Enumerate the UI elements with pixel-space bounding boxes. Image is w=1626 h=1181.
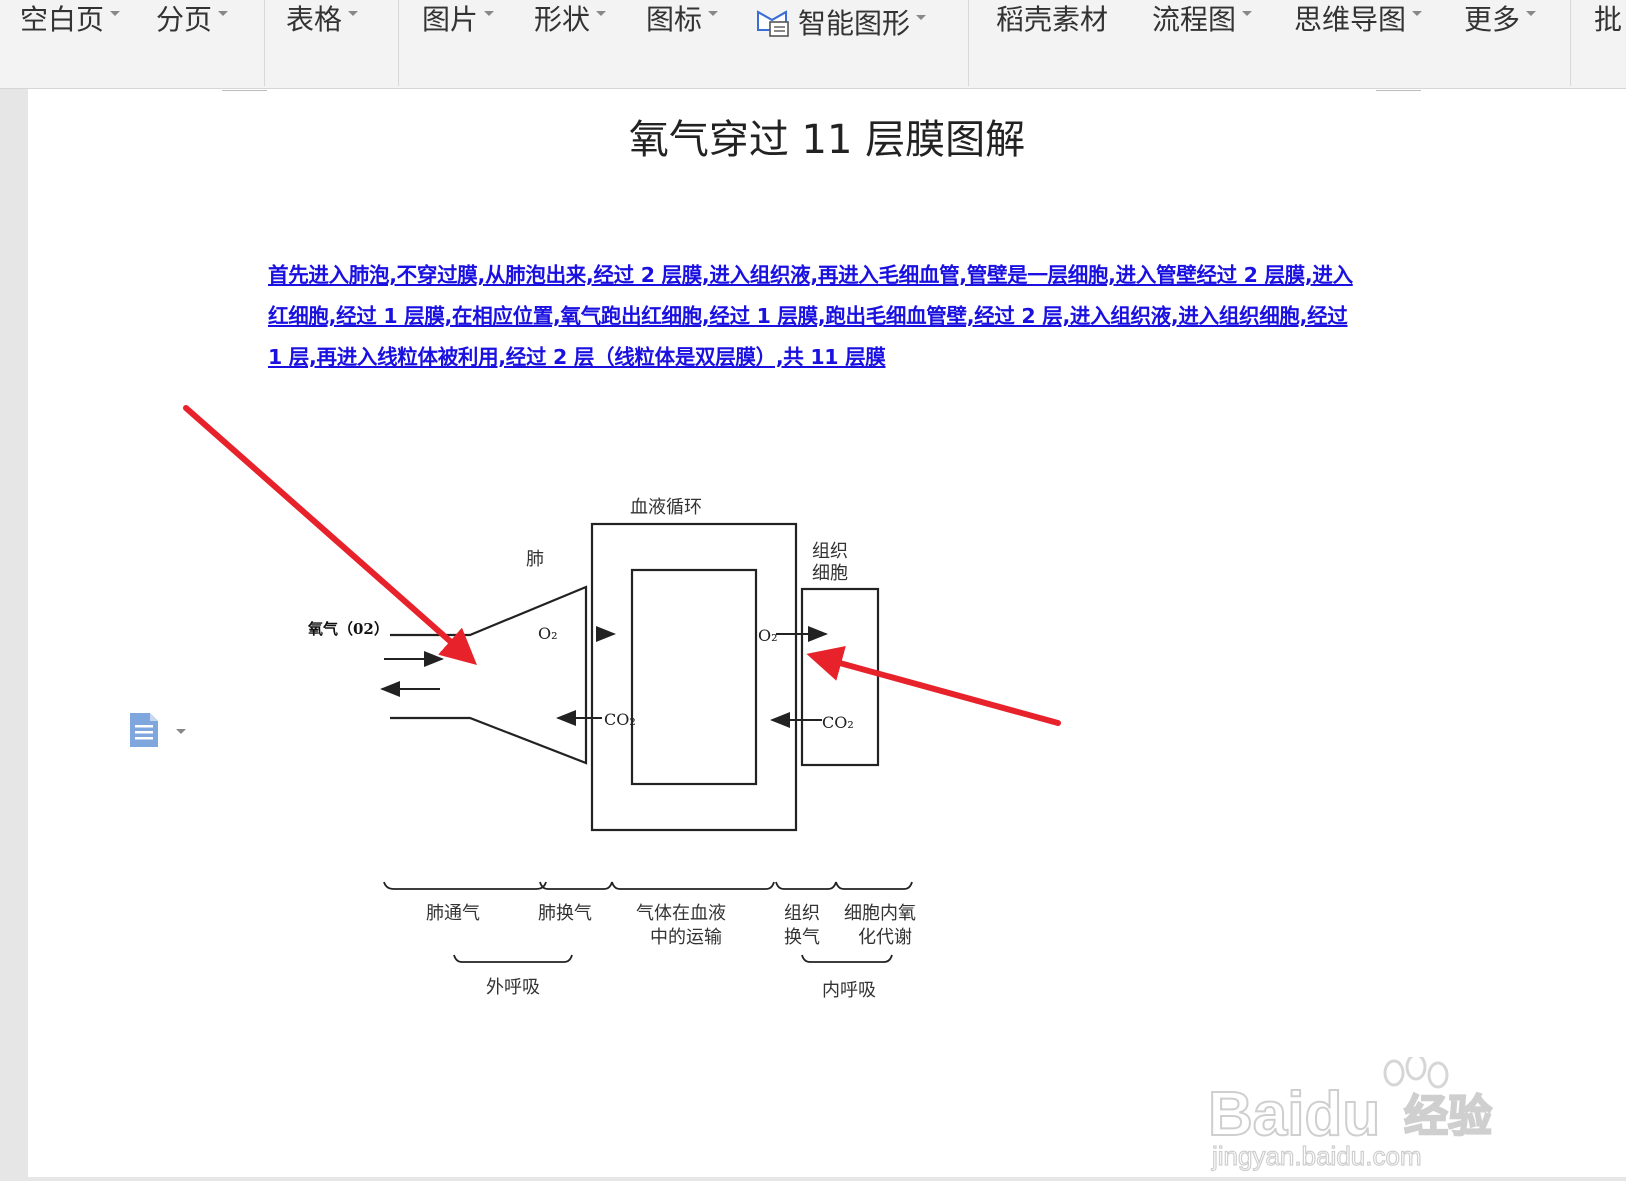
picture-button[interactable]: 图片 xyxy=(422,0,495,40)
more-label: 更多 xyxy=(1464,3,1521,36)
icon-label: 图标 xyxy=(646,3,703,36)
blank-page-label: 空白页 xyxy=(20,3,105,36)
blood-circulation-label: 血液循环 xyxy=(630,497,702,518)
docer-material-button[interactable]: 稻壳素材 xyxy=(996,0,1108,40)
tissue-cell-label-2: 细胞 xyxy=(812,563,848,584)
smart-art-label: 智能图形 xyxy=(798,7,911,40)
chevron-down-icon xyxy=(916,14,927,20)
smart-art-icon xyxy=(756,8,790,38)
tissue-cell-box xyxy=(800,587,880,767)
smart-art-button[interactable]: 智能图形 xyxy=(756,4,927,44)
mind-map-label: 思维导图 xyxy=(1294,3,1407,36)
icon-button[interactable]: 图标 xyxy=(646,0,719,40)
blood-circulation-inner-box xyxy=(630,568,758,786)
paw-logo-icon xyxy=(1383,1053,1449,1089)
page-break-button[interactable]: 分页 xyxy=(156,0,229,40)
flowchart-label: 流程图 xyxy=(1152,3,1237,36)
annotate-button[interactable]: 批 xyxy=(1594,0,1622,40)
red-annotation-arrow-right xyxy=(806,646,1061,726)
stage-tissue-exchange-2: 换气 xyxy=(784,927,820,948)
stage-pulmonary-ventilation: 肺通气 xyxy=(426,903,480,924)
baidu-watermark: Baidu 经验 jingyan.baidu.com xyxy=(1207,1053,1538,1177)
mind-map-button[interactable]: 思维导图 xyxy=(1294,0,1423,40)
chevron-down-icon xyxy=(1242,10,1253,16)
chevron-down-icon xyxy=(176,729,186,734)
blank-page-button[interactable]: 空白页 xyxy=(20,0,121,40)
respiration-diagram: 氧气（02） 血液循环 肺 组织 细胞 O₂ O₂ CO₂ CO₂ 肺通气 肺换… xyxy=(28,89,1626,1177)
chevron-down-icon xyxy=(110,10,121,16)
table-label: 表格 xyxy=(286,3,343,36)
shape-label: 形状 xyxy=(534,3,591,36)
shape-button[interactable]: 形状 xyxy=(534,0,607,40)
red-annotation-arrow-left xyxy=(183,405,477,665)
watermark-brand: Baidu xyxy=(1208,1080,1380,1149)
picture-label: 图片 xyxy=(422,3,479,36)
page-corner-mark xyxy=(1376,90,1421,91)
page-corner-mark xyxy=(222,90,267,91)
chevron-down-icon xyxy=(708,10,719,16)
co2-label-right: CO₂ xyxy=(822,713,854,732)
oxygen-label: 氧气（02） xyxy=(307,620,389,638)
stage-pulmonary-exchange: 肺换气 xyxy=(538,903,592,924)
document-title: 氧气穿过 11 层膜图解 xyxy=(628,117,1026,163)
watermark-url: jingyan.baidu.com xyxy=(1211,1141,1422,1171)
document-page[interactable]: 氧气穿过 11 层膜图解 首先进入肺泡,不穿过膜,从肺泡出来,经过 2 层膜,进… xyxy=(28,89,1626,1177)
document-icon xyxy=(130,713,158,747)
flowchart-button[interactable]: 流程图 xyxy=(1152,0,1253,40)
ribbon-divider xyxy=(1570,0,1571,86)
o2-label-left: O₂ xyxy=(538,624,558,643)
watermark-brand-cn: 经验 xyxy=(1404,1091,1492,1142)
external-respiration-label: 外呼吸 xyxy=(486,977,540,998)
chevron-down-icon xyxy=(218,10,229,16)
ribbon-divider xyxy=(264,0,265,86)
chevron-down-icon xyxy=(1526,10,1537,16)
stage-blood-transport-2: 中的运输 xyxy=(650,927,722,948)
stage-cell-metabolism-2: 化代谢 xyxy=(858,927,912,948)
chevron-down-icon xyxy=(1412,10,1423,16)
tissue-cell-label-1: 组织 xyxy=(812,541,848,562)
more-button[interactable]: 更多 xyxy=(1464,0,1537,40)
ribbon-divider xyxy=(398,0,399,86)
document-hyperlink[interactable]: 首先进入肺泡,不穿过膜,从肺泡出来,经过 2 层膜,进入组织液,再进入毛细血管,… xyxy=(268,263,1353,369)
paragraph-layout-handle[interactable] xyxy=(128,711,194,755)
page-break-label: 分页 xyxy=(156,3,213,36)
o2-label-right: O₂ xyxy=(758,626,778,645)
ribbon-divider xyxy=(968,0,969,86)
chevron-down-icon xyxy=(348,10,359,16)
insert-ribbon-toolbar: 空白页 分页 表格 图片 形状 图标 智能图形 稻壳素材 流程图 思维导图 xyxy=(0,0,1626,89)
stage-brackets xyxy=(383,881,913,963)
docer-material-label: 稻壳素材 xyxy=(996,3,1109,36)
lung-label: 肺 xyxy=(526,549,544,570)
stage-cell-metabolism-1: 细胞内氧 xyxy=(844,903,916,924)
table-button[interactable]: 表格 xyxy=(286,0,359,40)
internal-respiration-label: 内呼吸 xyxy=(822,980,876,1001)
co2-label-left: CO₂ xyxy=(604,710,636,729)
stage-blood-transport-1: 气体在血液 xyxy=(636,903,726,924)
lung-shape xyxy=(390,585,588,765)
chevron-down-icon xyxy=(484,10,495,16)
blood-circulation-outer-box xyxy=(590,522,798,832)
annotate-label: 批 xyxy=(1594,3,1623,36)
chevron-down-icon xyxy=(596,10,607,16)
stage-tissue-exchange-1: 组织 xyxy=(784,903,820,924)
